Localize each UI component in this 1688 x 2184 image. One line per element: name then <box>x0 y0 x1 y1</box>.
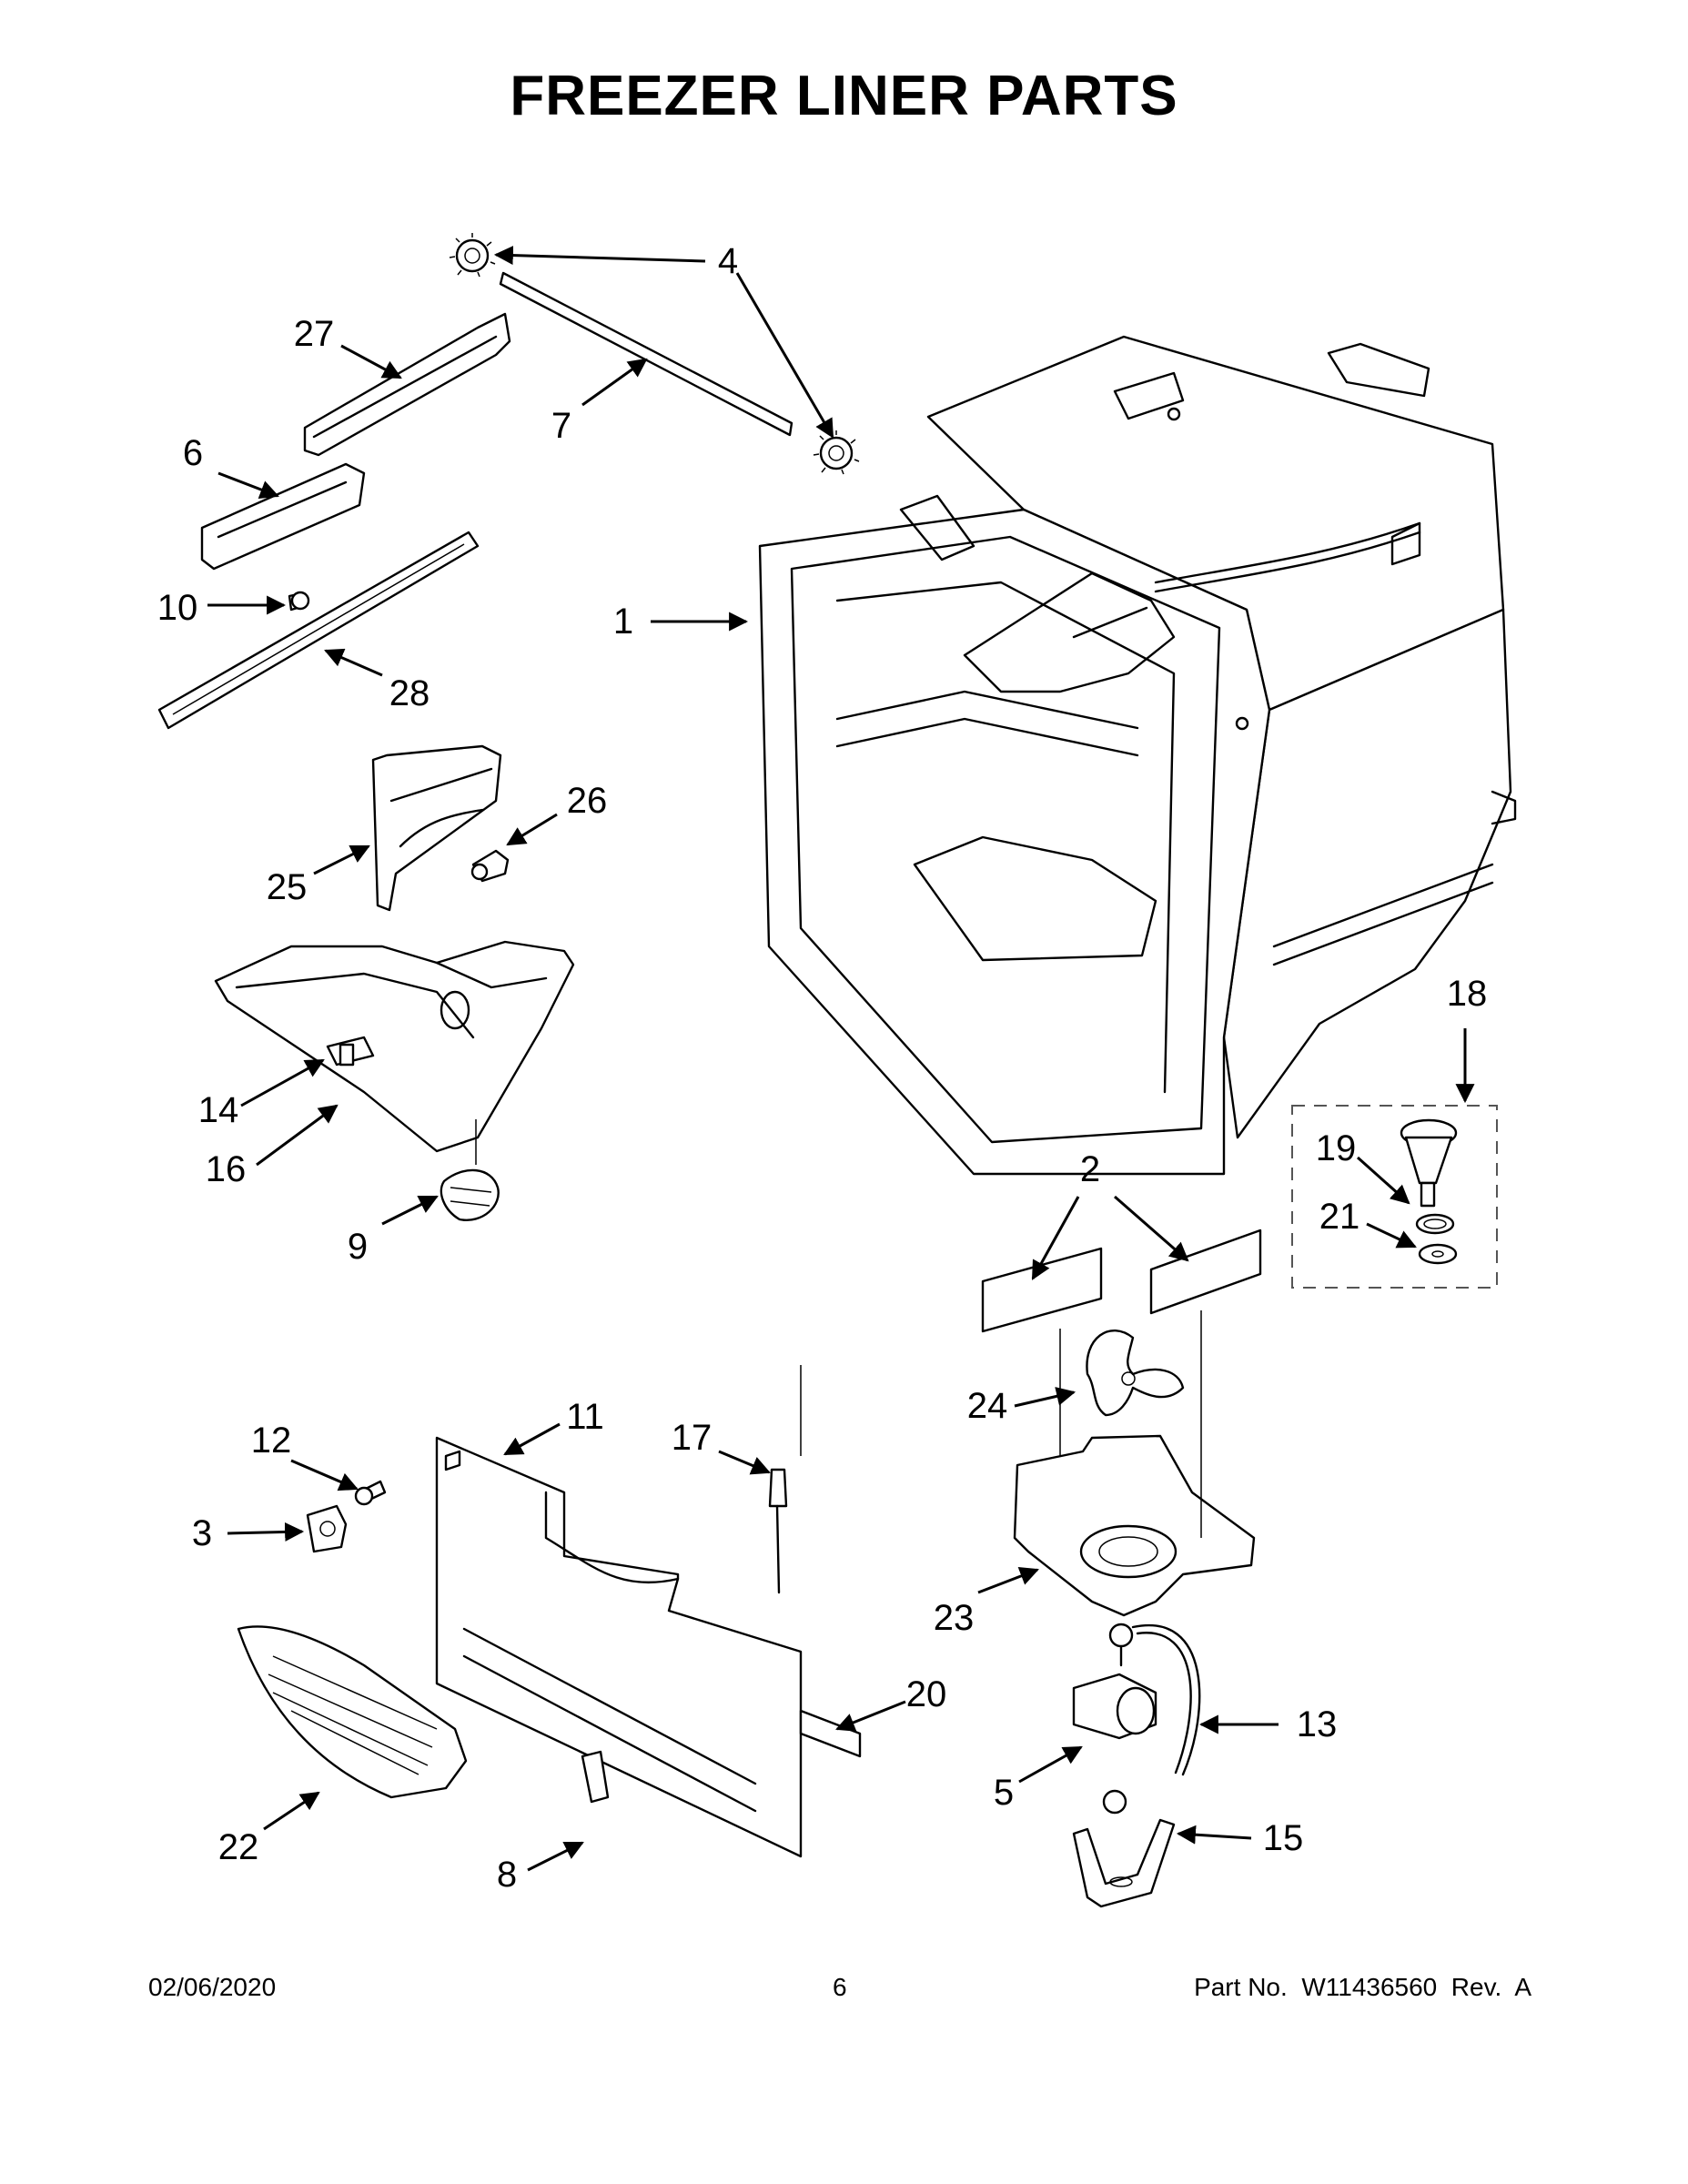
callout-23: 23 <box>933 1598 975 1638</box>
callout-22: 22 <box>217 1827 259 1867</box>
motor-bracket <box>1072 1818 1176 1908</box>
upper-rail <box>303 312 511 457</box>
callout-14: 14 <box>197 1090 239 1130</box>
damper-clip <box>581 1750 610 1804</box>
fan-motor <box>1072 1636 1157 1740</box>
callout-10: 10 <box>157 588 198 628</box>
foam-strip <box>799 1709 862 1758</box>
callout-6: 6 <box>182 433 204 473</box>
mounting-bracket <box>371 744 502 912</box>
fan-shroud <box>1013 1434 1256 1617</box>
assembly-guide-lines <box>800 1310 1202 1538</box>
leader-lines <box>207 246 1475 1872</box>
callout-8: 8 <box>496 1855 518 1895</box>
callout-24: 24 <box>966 1386 1008 1426</box>
thermistor <box>768 1468 788 1594</box>
callout-4: 4 <box>717 241 739 281</box>
callout-3: 3 <box>191 1513 213 1553</box>
callout-26: 26 <box>566 781 608 821</box>
slide-bracket <box>200 462 366 571</box>
lower-rail <box>157 531 480 730</box>
footer-part-number: Part No. W11436560 Rev. A <box>1194 1973 1531 2001</box>
insulation-pad-left <box>981 1247 1103 1333</box>
callout-12: 12 <box>250 1421 292 1461</box>
motor-grommet-lower <box>1102 1789 1127 1815</box>
callout-7: 7 <box>551 406 572 446</box>
footer-date: 02/06/2020 <box>148 1973 277 2001</box>
callout-18: 18 <box>1446 974 1488 1014</box>
o-ring <box>1415 1213 1455 1235</box>
cap <box>1418 1243 1458 1265</box>
damper-knob <box>440 1119 500 1221</box>
motor-grommet-upper <box>1108 1623 1134 1648</box>
callout-9: 9 <box>347 1227 369 1267</box>
callout-25: 25 <box>266 867 308 907</box>
callout-2: 2 <box>1079 1149 1101 1189</box>
callout-15: 15 <box>1262 1818 1304 1858</box>
callout-1: 1 <box>612 602 634 642</box>
motor-wire-harness <box>1131 1623 1201 1776</box>
callout-20: 20 <box>905 1674 947 1714</box>
gear-upper <box>449 233 496 278</box>
duct-housing <box>214 940 575 1153</box>
page-title: FREEZER LINER PARTS <box>510 65 1178 127</box>
light-socket <box>306 1504 348 1553</box>
callout-21: 21 <box>1319 1197 1360 1237</box>
callout-13: 13 <box>1296 1704 1338 1744</box>
callout-27: 27 <box>293 314 335 354</box>
footer-page-number: 6 <box>833 1973 847 2001</box>
insulation-pad-right <box>1149 1228 1262 1315</box>
parts-group-box <box>1291 1105 1498 1289</box>
gear-lower <box>813 430 860 475</box>
callout-17: 17 <box>671 1418 713 1458</box>
rear-cover-panel <box>435 1436 803 1858</box>
bracket-screw <box>288 591 310 612</box>
callout-28: 28 <box>389 673 430 713</box>
small-clip <box>339 1043 355 1067</box>
shaft-rod <box>499 271 793 437</box>
callout-11: 11 <box>566 1397 604 1437</box>
vent-grille <box>237 1625 468 1799</box>
callout-19: 19 <box>1315 1128 1357 1168</box>
cover-screw <box>354 1480 387 1506</box>
push-pin <box>470 849 510 883</box>
fan-blade <box>1086 1329 1185 1417</box>
freezer-liner-tub <box>758 335 1517 1176</box>
callout-5: 5 <box>993 1773 1015 1813</box>
callout-16: 16 <box>205 1149 247 1189</box>
drain-grommet <box>1400 1118 1458 1208</box>
